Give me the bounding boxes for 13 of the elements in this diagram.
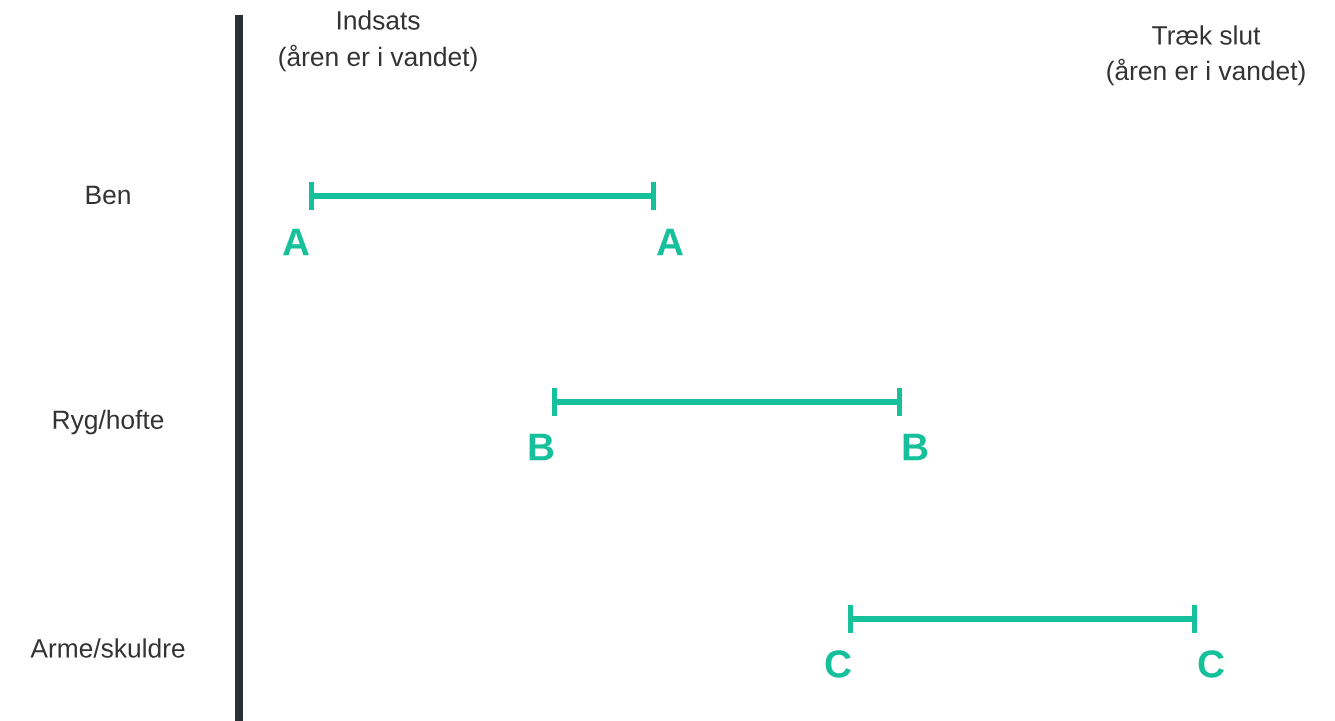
column-heading: Træk slut: [1152, 25, 1261, 45]
column-heading: Indsats: [337, 10, 420, 30]
end-letter: A: [283, 228, 309, 256]
end-letter: A: [657, 228, 683, 256]
row-label: Arme/skuldre: [30, 638, 185, 658]
column-heading: (åren er i vandet): [279, 44, 477, 72]
end-letter: B: [529, 433, 554, 461]
end-letter: B: [903, 433, 928, 461]
end-letter: C: [825, 650, 851, 678]
end-letter: C: [1198, 650, 1224, 678]
row-label: Ryg/hofte: [53, 409, 164, 435]
row-label: Ben: [86, 185, 130, 205]
column-heading: (åren er i vandet): [1107, 58, 1305, 86]
